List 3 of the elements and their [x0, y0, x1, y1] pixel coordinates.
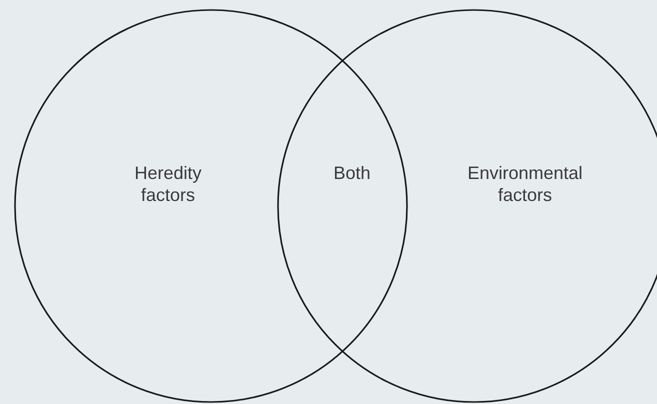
overlap-label: Both — [332, 162, 372, 184]
set-label: Heredity factors — [133, 162, 203, 206]
set-label: Environmental factors — [466, 162, 584, 206]
